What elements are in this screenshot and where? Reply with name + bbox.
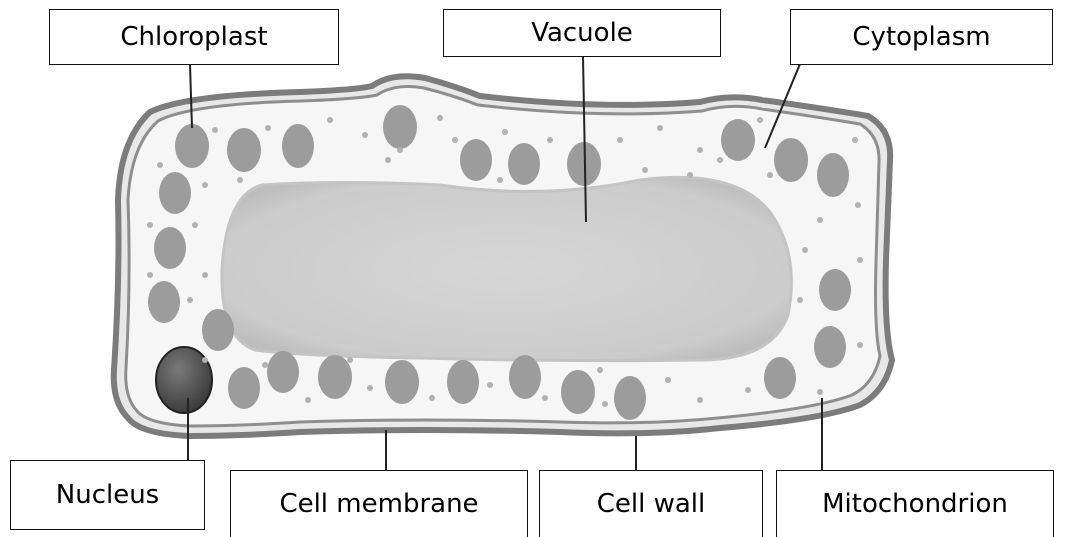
organelle [721, 119, 755, 161]
vacuole-label: Vacuole [443, 9, 721, 57]
organelle [814, 326, 846, 368]
organelle [175, 124, 209, 168]
organelle [614, 376, 646, 420]
organelle [385, 360, 419, 404]
organelle [561, 370, 595, 414]
cell-membrane-label: Cell membrane [230, 470, 528, 537]
organelle [228, 367, 260, 409]
organelle [460, 139, 492, 181]
organelle [267, 351, 299, 393]
organelle [148, 281, 180, 323]
organelle [508, 143, 540, 185]
organelle [318, 355, 352, 399]
organelle [774, 138, 808, 182]
organelle [817, 153, 849, 197]
vacuole-shape [222, 177, 792, 360]
mitochondrion-label: Mitochondrion [776, 470, 1054, 537]
organelle [159, 172, 191, 214]
nucleus-shape [156, 347, 212, 413]
organelle [227, 128, 261, 172]
organelle [447, 360, 479, 404]
organelle [764, 357, 796, 399]
organelle [154, 227, 186, 269]
cytoplasm-label: Cytoplasm [790, 9, 1053, 65]
organelle [282, 124, 314, 168]
organelle [202, 309, 234, 351]
chloroplast-label: Chloroplast [49, 9, 339, 65]
organelle [509, 355, 541, 399]
cell-wall-label: Cell wall [539, 470, 763, 537]
organelle [383, 105, 417, 149]
nucleus-label: Nucleus [10, 460, 205, 530]
organelle [819, 269, 851, 311]
